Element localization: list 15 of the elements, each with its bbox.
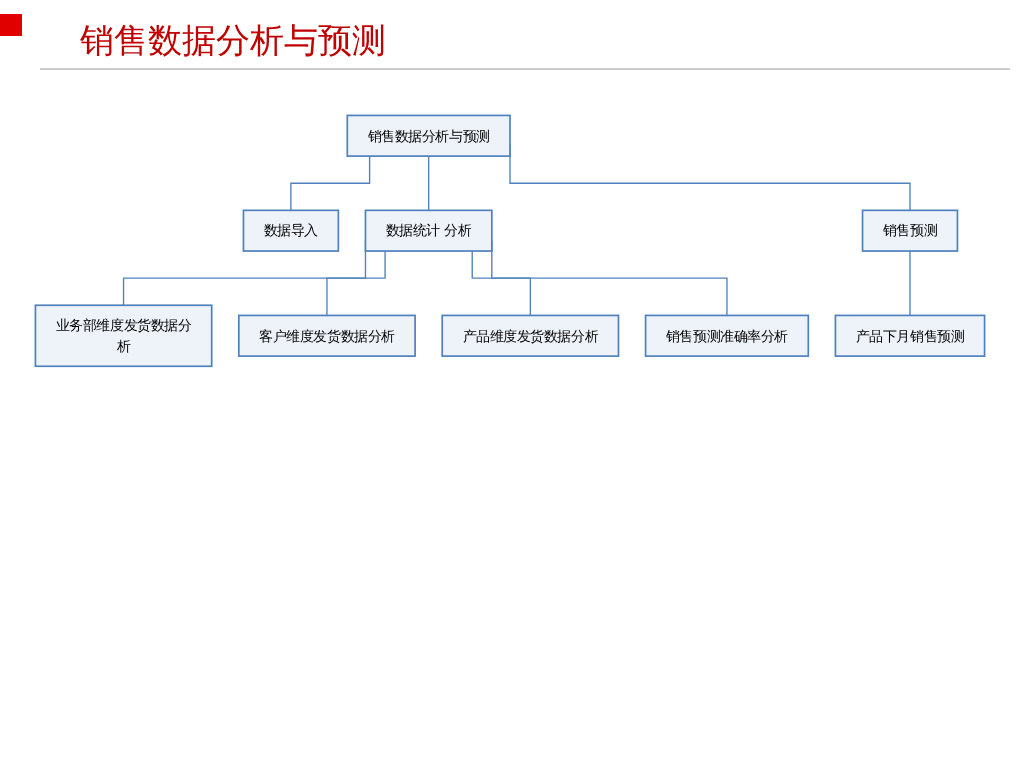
connector (290, 155, 371, 211)
node-box: 销售预测 (861, 209, 959, 252)
node-box: 客户维度发货数据分析 (237, 314, 416, 357)
node-box: 销售预测准确率分析 (644, 314, 810, 357)
title: 销售数据分析与预测 (80, 19, 386, 62)
connector (427, 155, 430, 211)
node-box: 产品维度发货数据分析 (441, 314, 620, 357)
node-box: 销售数据分析与预测 (346, 114, 511, 157)
connector (326, 250, 386, 317)
node-box: 数据统计 分析 (364, 209, 493, 252)
connector (471, 250, 531, 317)
node-box: 业务部维度发货数据分析 (34, 304, 213, 368)
connector (909, 250, 911, 317)
node-box: 数据导入 (242, 209, 340, 252)
node-box: 产品下月销售预测 (834, 314, 986, 357)
